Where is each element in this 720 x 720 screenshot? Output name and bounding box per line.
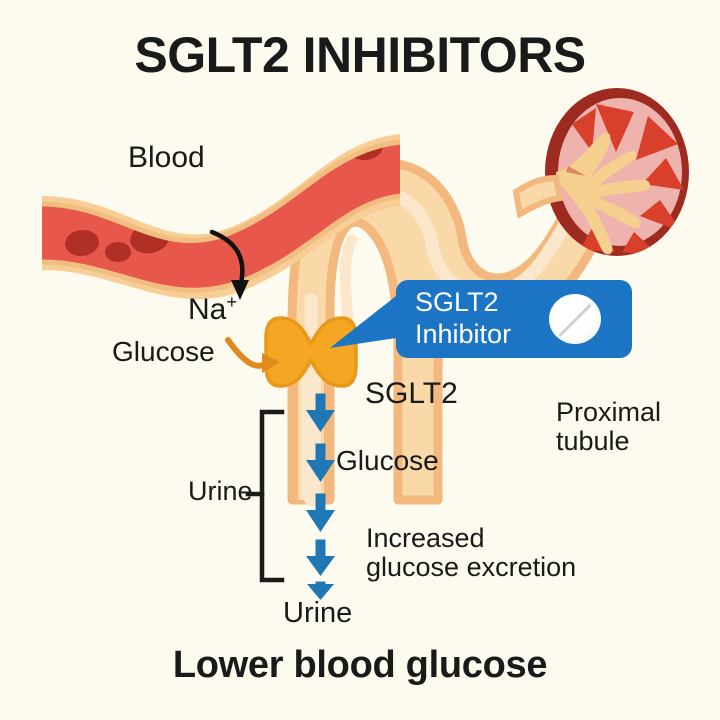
sglt2-transporter-protein [264,316,358,388]
label-blood: Blood [128,141,205,174]
callout-line-2: Inhibitor [415,318,512,349]
distal-tubule-segment [292,372,330,500]
flow-arrow [306,539,335,576]
callout-line-1: SGLT2 [415,287,499,317]
callout-label: SGLT2 Inhibitor [415,287,632,351]
label-urine-outflow: Urine [283,597,353,629]
sodium-charge-superscript: + [226,291,238,312]
callout-pointer [330,296,396,348]
glucose-to-transporter-arrow [225,337,280,373]
flow-arrow [306,393,335,432]
flow-arrow [306,493,335,532]
pill-tablet-icon [549,294,601,344]
urine-bracket [245,409,285,583]
label-increased-glucose-excretion: Increased glucose excretion [366,523,577,583]
kidney-illustration [512,88,689,256]
proximal-line-2: tubule [556,426,630,457]
pill-score-line [558,303,592,337]
label-glucose-blood: Glucose [112,336,215,367]
increased-line-2: glucose excretion [366,552,577,583]
sodium-symbol: Na [188,293,227,326]
proximal-line-1: Proximal [556,397,662,427]
label-glucose-tubule: Glucose [336,445,439,476]
label-sodium-ion: Na+ [188,291,238,326]
sglt2-inhibitor-callout: SGLT2 Inhibitor [396,280,632,358]
flow-arrow [307,581,334,600]
label-sglt2-transporter: SGLT2 [365,377,458,410]
glucose-flow-arrows [306,393,335,600]
increased-line-1: Increased [366,523,485,553]
footer-caption: Lower blood glucose [172,644,548,686]
page-title: SGLT2 INHIBITORS [134,27,586,83]
blood-to-sodium-arrow [209,229,249,300]
label-proximal-tubule: Proximal tubule [556,397,662,457]
label-urine-bracket: Urine [188,476,253,506]
flow-arrow [306,443,335,482]
